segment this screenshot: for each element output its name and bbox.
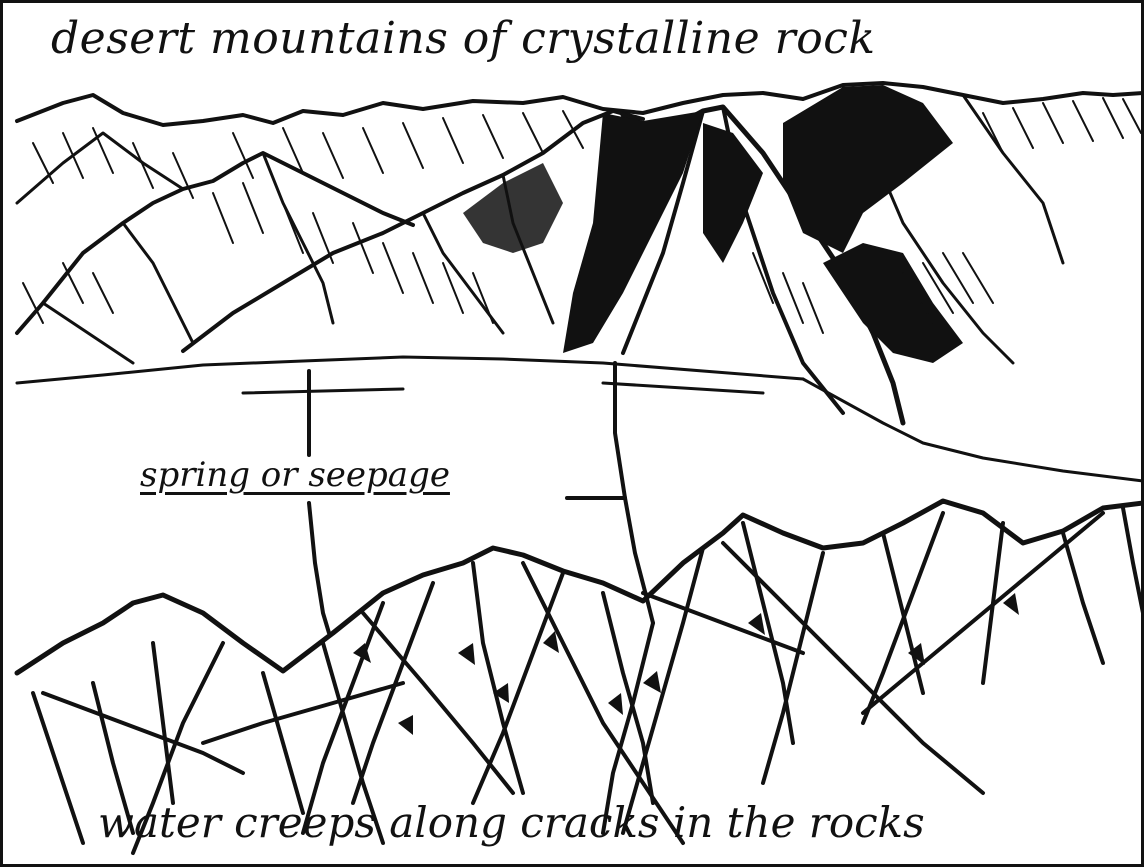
diagram-caption: water creeps along cracks in the rocks [98,798,925,847]
mountain-range [17,83,1143,423]
diagram-title: desert mountains of crystalline rock [51,13,876,64]
mountain-illustration [3,3,1144,867]
shaded-rock [463,85,963,363]
spring-label: spring or seepage [140,455,450,495]
